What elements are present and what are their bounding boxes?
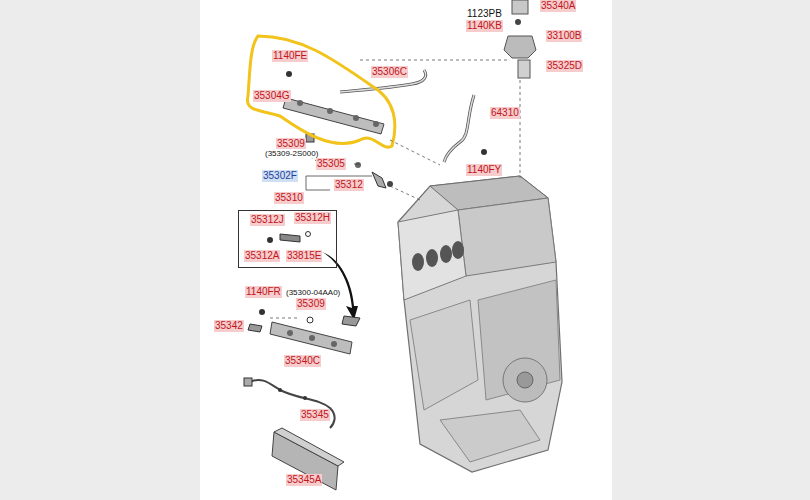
fuel-rail-low (248, 309, 360, 354)
callout-number: 1140FE (272, 50, 308, 62)
engine-block (398, 176, 562, 472)
callout-number: 35345 (300, 409, 330, 421)
callout-number: 35306C (371, 66, 408, 78)
part-group-box: 35310 35312J 35312H 35312A 33815E (238, 192, 337, 268)
callout-number: 35325D (546, 60, 583, 72)
pointer-arrow (322, 252, 358, 320)
fuel-pump (504, 0, 536, 78)
callout-number: 33100B (546, 30, 582, 42)
fuel-hose (444, 95, 487, 162)
part-code-note: (35309-2S000) (264, 149, 319, 158)
callout-number: 35340A (540, 0, 576, 12)
callout-number: 35304G (253, 90, 291, 102)
leader-lines (270, 60, 520, 318)
part-code-note: (35300-04AA0) (285, 288, 341, 297)
callout-number: 1140KB (466, 20, 503, 32)
highlight-outline (247, 36, 394, 147)
callout-number: 35312A (244, 250, 280, 262)
callout-number: 35302F (262, 170, 298, 182)
callout-number: 35312J (250, 214, 285, 226)
callout-number: 35340C (284, 355, 321, 367)
engine-cover (272, 428, 344, 490)
callout-number: 35305 (316, 158, 346, 170)
wiring-harness (244, 378, 335, 428)
callout-number: 64310 (490, 107, 520, 119)
callout-number: 35345A (286, 474, 322, 486)
callout-number: 1123PB (466, 8, 503, 20)
callout-number: 35312 (334, 179, 364, 191)
fuel-rail-high (283, 70, 426, 188)
callout-number: 35342 (214, 320, 244, 332)
callout-number: 1140FR (245, 286, 282, 298)
group-heading: 35310 (274, 192, 304, 204)
callout-number: 35309 (296, 298, 326, 310)
callout-number: 1140FY (466, 164, 502, 176)
callout-number: 33815E (286, 250, 322, 262)
injector (267, 232, 311, 244)
callout-number: 35312H (294, 212, 331, 224)
